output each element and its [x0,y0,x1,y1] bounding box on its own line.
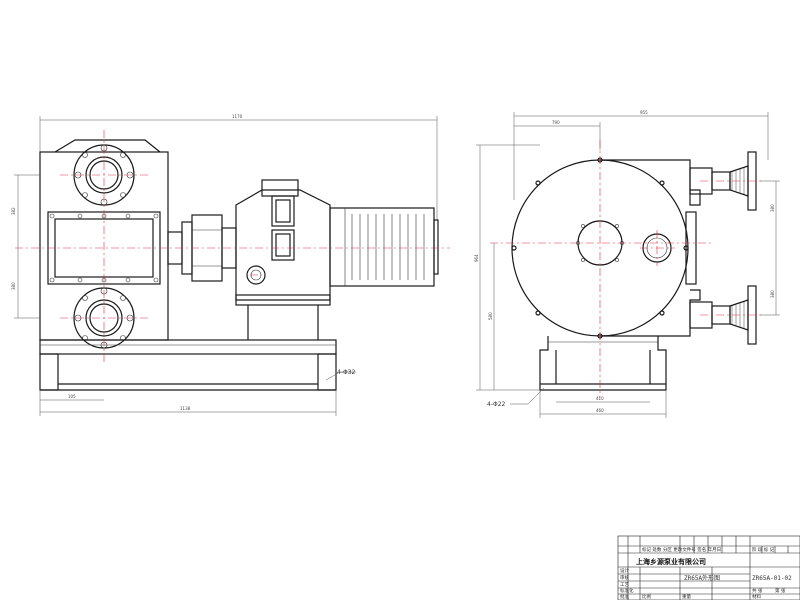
tb-approve: 批准 [620,593,629,600]
tb-sheet: 第 张 [775,587,786,594]
tb-company: 上海乡源泵业有限公司 [636,557,706,566]
gear-reducer [235,189,331,301]
front-view: 1170 [11,114,450,416]
dim-front-small: 105 [68,394,76,399]
tb-standard: 标准化 [620,587,634,594]
lower-outlet-housing [600,289,701,337]
support-stand [539,336,667,391]
tb-stage: 阶 段 标 记 [752,546,775,553]
dim-front-height: 382 [11,207,16,215]
dim-side-top-right: 955 [640,110,648,115]
dim-side-h3: 380 [770,290,775,298]
tb-drawing-code: ZR65A-01-02 [752,575,792,582]
side-view: 790 955 [474,110,780,418]
tb-craft: 工艺 [620,582,629,588]
tb-scale: 比例 [642,593,651,600]
dim-front-h2: 380 [11,282,16,290]
dim-side-height: 964 [474,254,479,262]
tb-weight: 重量 [682,593,691,600]
tb-check: 审核 [620,574,629,581]
tb-design: 设计 [620,567,629,574]
motor [329,207,435,287]
dim-front-base: 1138 [180,406,191,411]
dim-side-h2: 580 [488,312,493,320]
base-frame [39,339,337,355]
dim-side-bottom-inner: 410 [596,396,604,401]
tb-sheet-total: 共 张 [752,587,763,594]
dim-side-bottom-outer: 460 [596,408,604,413]
tb-header-marks: 标记 处数 分区 更改文件号 签名 年月日 [642,546,721,553]
dim-side-right: 380 [770,204,775,212]
tb-material: 材料 [752,593,761,600]
label-hole-side: 4-Φ22 [487,401,506,408]
tb-drawing-name: ZR65A外形图 [684,574,720,582]
label-hole-front: 4-Φ32 [337,369,356,376]
upper-outlet-housing [600,159,701,206]
dim-front-total: 1170 [232,114,243,119]
title-block: 标记 处数 分区 更改文件号 签名 年月日 阶 段 标 记 上海乡源泵业有限公司… [617,535,800,600]
dim-side-top-left: 790 [552,120,560,125]
